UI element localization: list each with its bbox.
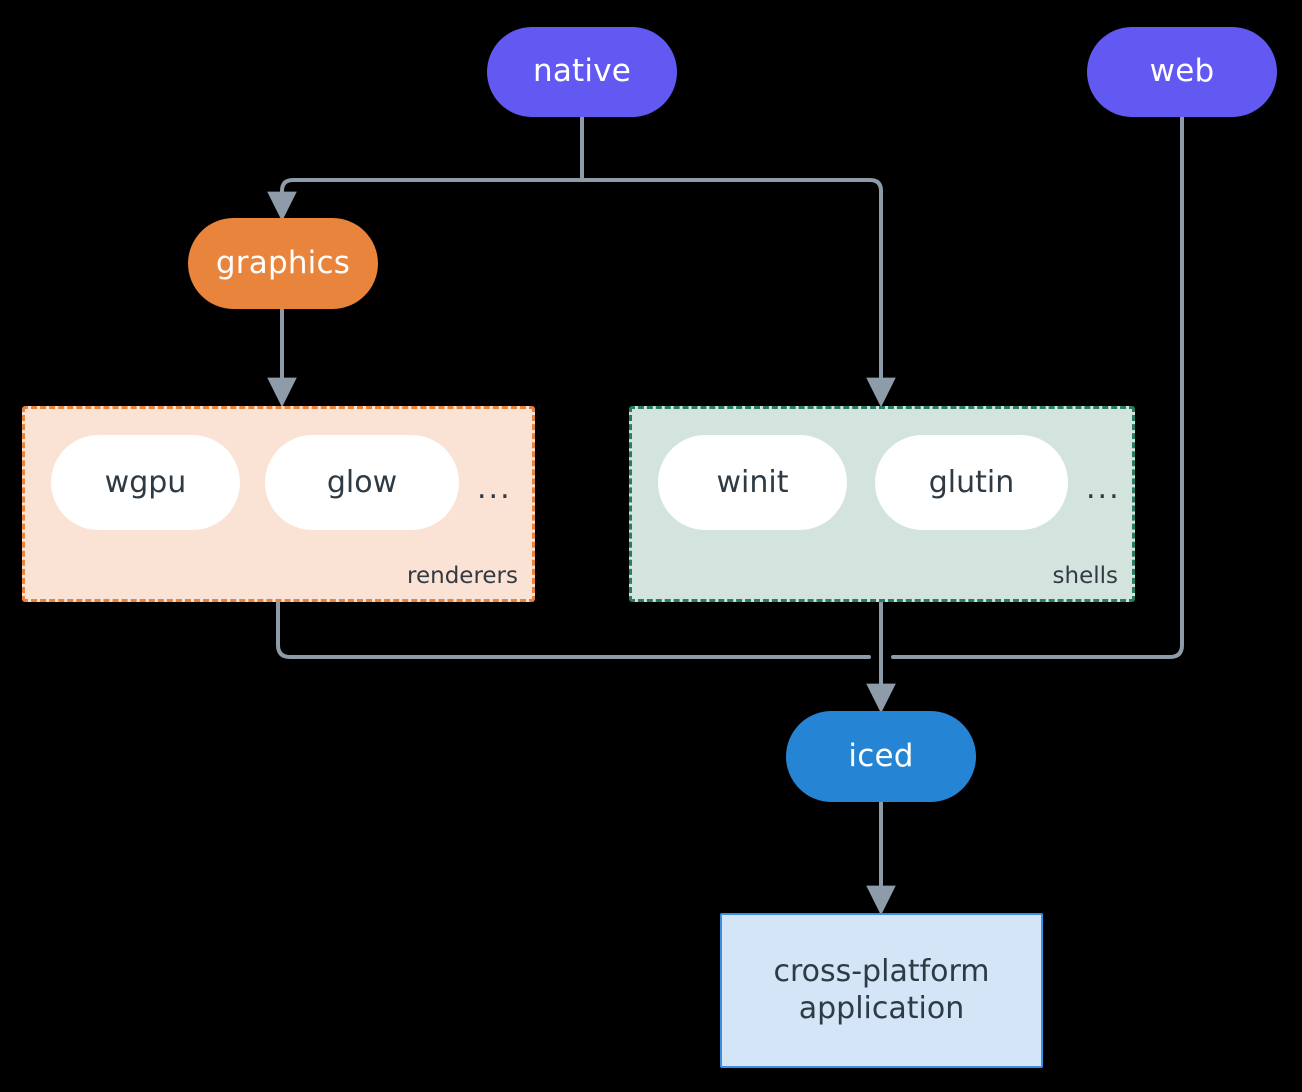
node-web-label: web (1149, 53, 1215, 90)
node-application-label-line2: application (798, 990, 965, 1026)
group-renderers: wgpu glow ... renderers (22, 406, 535, 602)
edge-native-to-graphics (267, 178, 584, 222)
node-graphics[interactable]: graphics (188, 218, 378, 309)
node-web[interactable]: web (1087, 27, 1277, 117)
renderers-ellipsis: ... (477, 471, 512, 506)
node-native-label: native (532, 53, 632, 90)
leaf-glutin-label: glutin (928, 465, 1015, 500)
edge-renderers-to-iced (276, 600, 871, 659)
leaf-wgpu[interactable]: wgpu (51, 435, 240, 530)
shells-ellipsis: ... (1086, 471, 1121, 506)
group-shells-label: shells (1052, 563, 1118, 589)
node-graphics-label: graphics (215, 244, 351, 281)
node-iced-label: iced (848, 737, 914, 774)
leaf-glutin[interactable]: glutin (875, 435, 1068, 530)
node-application[interactable]: cross-platform application (720, 913, 1043, 1068)
leaf-winit[interactable]: winit (658, 435, 847, 530)
node-native[interactable]: native (487, 27, 677, 117)
edge-native-to-shells (580, 178, 896, 408)
leaf-winit-label: winit (716, 465, 789, 500)
leaf-glow-label: glow (326, 465, 398, 500)
group-renderers-label: renderers (407, 563, 518, 589)
leaf-glow[interactable]: glow (265, 435, 459, 530)
group-shells: winit glutin ... shells (629, 406, 1135, 602)
leaf-wgpu-label: wgpu (104, 465, 187, 500)
node-application-label-line1: cross-platform (773, 953, 990, 989)
node-iced[interactable]: iced (786, 711, 976, 802)
